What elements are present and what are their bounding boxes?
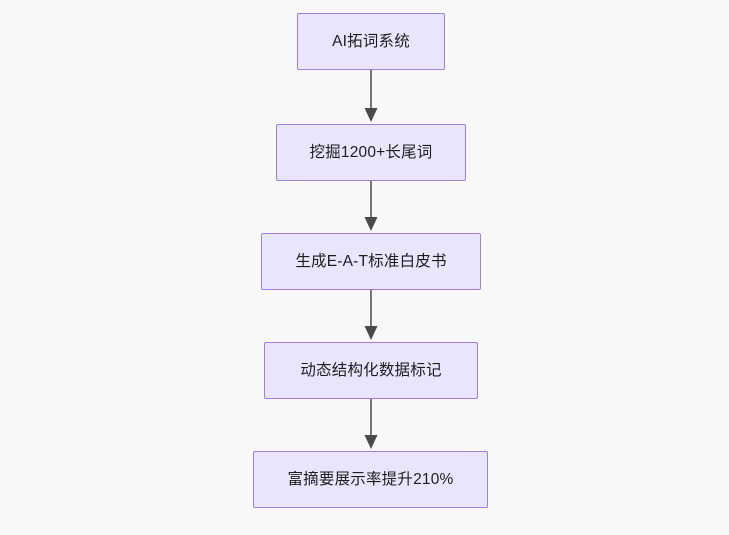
flowchart-node-generate-eat-whitepaper[interactable]: 生成E-A-T标准白皮书 bbox=[261, 233, 481, 290]
node-label: 生成E-A-T标准白皮书 bbox=[295, 252, 447, 270]
edge-n2-n3 bbox=[364, 181, 378, 231]
flowchart-node-rich-snippet-rate-increase[interactable]: 富摘要展示率提升210% bbox=[253, 451, 488, 508]
flowchart-node-mine-longtail-keywords[interactable]: 挖掘1200+长尾词 bbox=[276, 124, 466, 181]
edge-n4-n5 bbox=[364, 399, 378, 449]
edge-n3-n4 bbox=[364, 290, 378, 340]
node-label: 动态结构化数据标记 bbox=[300, 361, 442, 379]
flowchart-node-ai-keyword-system[interactable]: AI拓词系统 bbox=[297, 13, 445, 70]
node-label: 富摘要展示率提升210% bbox=[287, 470, 454, 488]
node-label: AI拓词系统 bbox=[332, 32, 410, 50]
flowchart-node-dynamic-structured-data-markup[interactable]: 动态结构化数据标记 bbox=[264, 342, 478, 399]
edge-n1-n2 bbox=[364, 70, 378, 122]
node-label: 挖掘1200+长尾词 bbox=[309, 143, 433, 161]
